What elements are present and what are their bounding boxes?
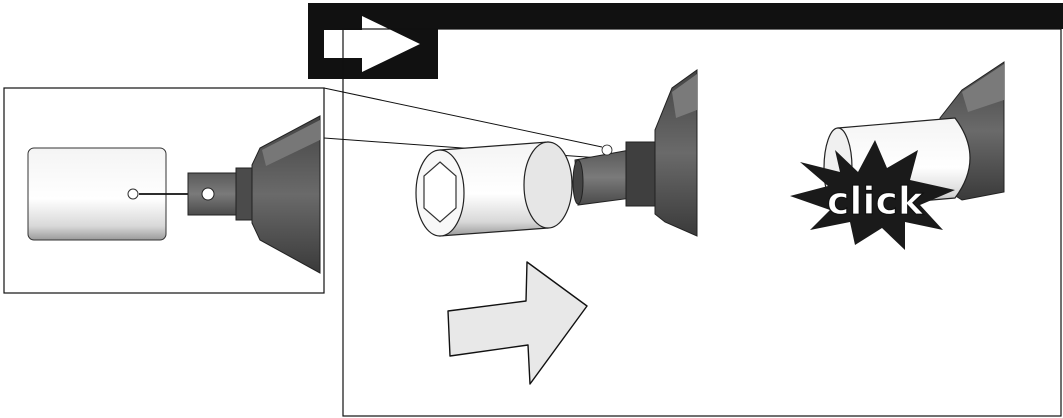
inset-detail-panel	[3, 87, 325, 294]
right-arrow-icon	[324, 16, 420, 72]
socket-hole-icon	[127, 188, 139, 200]
detent-pin-icon	[601, 144, 613, 156]
click-burst: click	[790, 140, 955, 250]
square-drive-anvil-icon	[187, 115, 321, 274]
main-panel	[342, 28, 1062, 417]
socket-icon	[415, 141, 573, 237]
impact-tool-step1	[572, 69, 698, 237]
push-direction-arrow-icon	[447, 261, 588, 385]
detent-pin-icon	[201, 187, 215, 201]
click-label: click	[827, 179, 924, 223]
step-header	[308, 3, 1063, 79]
